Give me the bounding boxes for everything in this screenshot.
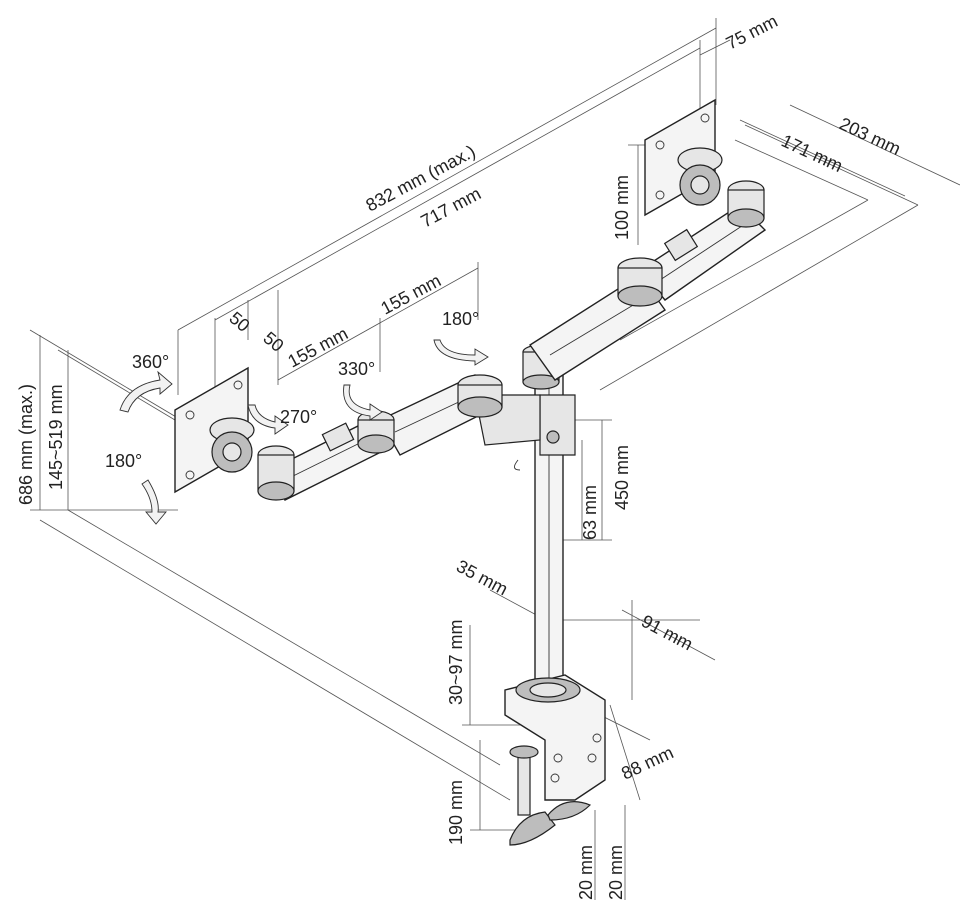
label-foot-20a: 20 mm (576, 845, 596, 900)
label-clamp-91: 91 mm (638, 611, 696, 654)
label-pole-450: 450 mm (612, 445, 632, 510)
label-clamp-63: 63 mm (580, 485, 600, 540)
label-vesa-100: 100 mm (612, 175, 632, 240)
dimension-labels: 75 mm 203 mm 171 mm 832 mm (max.) 717 mm… (16, 11, 904, 900)
label-pole-35: 35 mm (453, 556, 511, 599)
label-foot-20b: 20 mm (606, 845, 626, 900)
label-depth-171: 171 mm (778, 130, 845, 176)
curved-arrow-icon (343, 384, 383, 421)
curved-arrow-icon (247, 404, 289, 435)
label-span-717: 717 mm (417, 183, 484, 231)
label-height-max: 686 mm (max.) (16, 384, 36, 505)
label-desk-range: 30~97 mm (446, 619, 466, 705)
label-clamp-88: 88 mm (618, 742, 676, 783)
label-arm-155b: 155 mm (377, 270, 444, 318)
rotation-arrows (119, 339, 489, 525)
desk-clamp (504, 674, 606, 801)
rotation-labels: 360° 180° 270° 330° 180° (105, 309, 479, 471)
label-height-range: 145~519 mm (46, 384, 66, 490)
curved-arrow-icon (141, 479, 167, 525)
curved-arrow-icon (119, 370, 173, 413)
label-swivel-270: 270° (280, 407, 317, 427)
label-depth-203: 203 mm (836, 113, 903, 159)
curved-arrow-icon (433, 339, 489, 366)
label-swivel-180-top: 180° (442, 309, 479, 329)
label-clamp-190: 190 mm (446, 780, 466, 845)
label-tilt-360: 360° (132, 352, 169, 372)
label-swivel-180-left: 180° (105, 451, 142, 471)
label-offset-50b: 50 (259, 328, 287, 356)
label-vesa-75: 75 mm (723, 11, 781, 54)
label-swivel-330: 330° (338, 359, 375, 379)
monitor-arm-drawing (174, 98, 767, 846)
